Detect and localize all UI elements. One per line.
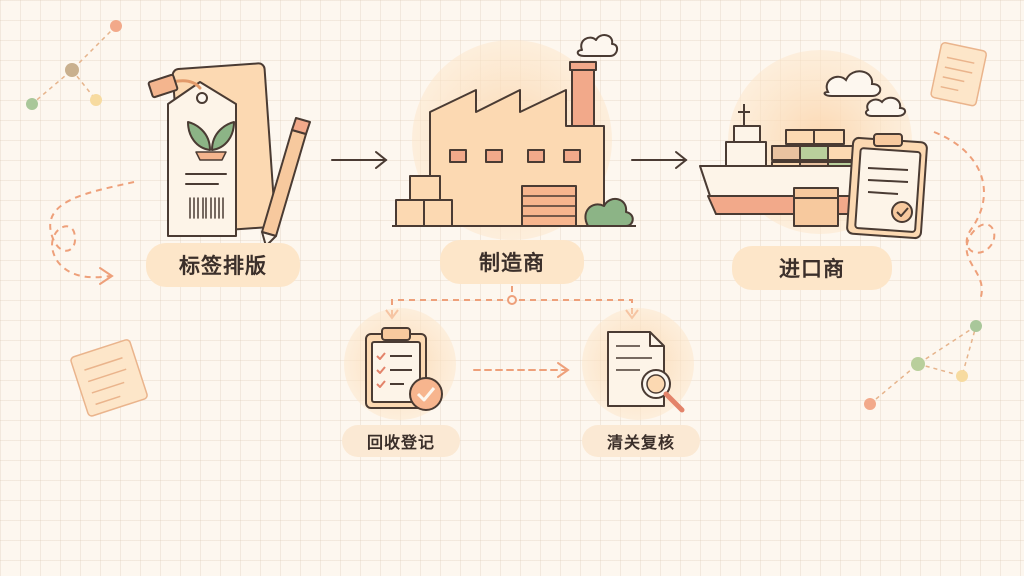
dashed-arrow-decoration-left [49,181,135,279]
cargo-ship-icon [699,104,863,227]
dot-decoration [65,63,79,77]
dot-decoration [970,320,982,332]
cloud-icon [823,70,906,117]
node-label-layout: 标签排版 [146,243,300,287]
label-tag-pencil-icon [147,62,311,247]
node-customs-review-text: 清关复核 [606,433,675,452]
node-manufacturer-text: 制造商 [479,251,545,275]
node-customs-review: 清关复核 [582,425,700,457]
constellation-decoration-right [869,325,977,405]
dashed-arrow-decoration-right [933,131,996,301]
checklist-clipboard-icon [365,327,443,411]
node-importer: 进口商 [732,246,892,290]
node-recall-registration-text: 回收登记 [366,433,435,452]
paper-sheet-icon [70,339,148,417]
node-manufacturer: 制造商 [440,240,584,284]
arrowhead-icon [99,267,114,285]
flow-arrow-2 [631,151,688,169]
dot-decoration [864,398,876,410]
node-recall-registration: 回收登记 [342,425,460,457]
dot-decoration [956,370,968,382]
dot-decoration [911,357,925,371]
branch-node-dot [507,295,517,305]
document-magnifier-icon [607,331,685,413]
constellation-decoration-top-left [31,25,117,105]
node-importer-text: 进口商 [779,257,845,281]
paper-sheet-icon [930,41,988,107]
flow-arrow-1 [331,151,388,169]
dot-decoration [110,20,122,32]
dot-decoration [26,98,38,110]
factory-icon [392,34,636,227]
node-label-layout-text: 标签排版 [179,254,267,278]
dashed-flow-arrow [473,362,570,378]
clipboard-checklist-icon [846,133,928,240]
dot-decoration [90,94,102,106]
